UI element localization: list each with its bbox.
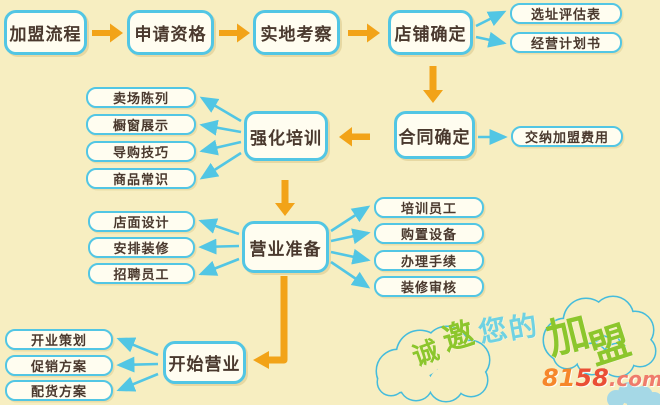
connector-arrow bbox=[475, 10, 507, 28]
arrow-down-icon bbox=[423, 66, 443, 103]
connector-arrow bbox=[199, 96, 242, 123]
connector-arrow bbox=[198, 257, 240, 276]
node-label: 装修审核 bbox=[400, 281, 457, 296]
node-label: 卖场陈列 bbox=[112, 92, 169, 107]
connector-arrow bbox=[475, 31, 507, 48]
elbow-arrow-icon bbox=[253, 276, 288, 369]
node-label: 强化培训 bbox=[250, 128, 322, 149]
connector-arrow bbox=[199, 119, 242, 136]
node-site-inspection: 实地考察 bbox=[253, 10, 340, 55]
logo-part: 81 bbox=[542, 364, 576, 392]
node-label: 培训员工 bbox=[400, 202, 457, 217]
cyan-connector-arrows bbox=[116, 10, 508, 392]
arrow-right-icon bbox=[348, 23, 380, 43]
connector-arrow bbox=[199, 139, 242, 156]
arrow-right-icon bbox=[219, 23, 250, 43]
node-recruit-staff: 招聘员工 bbox=[88, 263, 195, 284]
connector-arrow bbox=[116, 372, 159, 392]
node-storefront-design: 店面设计 bbox=[88, 211, 195, 232]
node-train-staff: 培训员工 bbox=[374, 197, 484, 218]
node-contract-confirmation: 合同确定 bbox=[394, 111, 475, 159]
node-label: 安排装修 bbox=[113, 242, 170, 257]
node-label: 加盟流程 bbox=[9, 25, 82, 45]
node-start-business: 开始营业 bbox=[163, 341, 246, 384]
node-label: 办理手续 bbox=[400, 255, 457, 270]
node-renovation-review: 装修审核 bbox=[374, 276, 484, 297]
node-window-display: 橱窗展示 bbox=[86, 114, 196, 135]
connector-arrow bbox=[199, 151, 242, 180]
node-opening-planning: 开业策划 bbox=[5, 329, 113, 350]
node-label: 购置设备 bbox=[400, 228, 457, 243]
connector-arrow bbox=[330, 260, 371, 289]
node-label: 商品常识 bbox=[112, 173, 169, 188]
logo-part: .com bbox=[608, 367, 660, 391]
node-pay-franchise-fee: 交纳加盟费用 bbox=[511, 126, 623, 147]
node-label: 店面设计 bbox=[113, 216, 170, 231]
node-join-process: 加盟流程 bbox=[4, 10, 87, 55]
node-product-knowledge: 商品常识 bbox=[86, 168, 196, 189]
node-sales-skills: 导购技巧 bbox=[86, 141, 196, 162]
connector-arrow bbox=[198, 238, 240, 255]
connector-arrow bbox=[116, 337, 159, 357]
node-label: 经营计划书 bbox=[530, 37, 601, 52]
small-blue-cloud bbox=[607, 382, 660, 405]
node-label: 促销方案 bbox=[30, 360, 87, 375]
node-label: 实地考察 bbox=[260, 25, 333, 45]
site-logo: 8158.com bbox=[542, 364, 660, 392]
node-label: 开业策划 bbox=[30, 334, 87, 349]
orange-flow-arrows bbox=[92, 23, 443, 369]
node-business-plan: 经营计划书 bbox=[510, 32, 622, 53]
connector-arrow bbox=[116, 356, 159, 373]
node-label: 招聘员工 bbox=[113, 268, 170, 283]
node-purchase-equipment: 购置设备 bbox=[374, 223, 484, 244]
node-apply-qualification: 申请资格 bbox=[127, 10, 214, 55]
node-label: 交纳加盟费用 bbox=[524, 131, 609, 146]
node-label: 合同确定 bbox=[398, 127, 471, 148]
node-promotion-plan: 促销方案 bbox=[5, 355, 113, 376]
connector-arrow bbox=[330, 228, 371, 245]
slogan-char: 的 bbox=[506, 308, 540, 347]
node-distribution-plan: 配货方案 bbox=[5, 380, 113, 401]
node-label: 开始营业 bbox=[168, 355, 241, 375]
arrow-right-icon bbox=[92, 23, 123, 43]
node-store-display: 卖场陈列 bbox=[86, 87, 196, 108]
node-opening-preparation: 营业准备 bbox=[242, 221, 329, 273]
connector-arrow bbox=[330, 248, 371, 265]
node-site-evaluation-form: 选址评估表 bbox=[510, 3, 622, 24]
left-cloud bbox=[375, 325, 491, 403]
arrow-left-icon bbox=[339, 127, 370, 147]
node-label: 配货方案 bbox=[30, 385, 87, 400]
slogan-char: 您 bbox=[475, 311, 511, 350]
node-label: 橱窗展示 bbox=[112, 119, 169, 134]
node-label: 申请资格 bbox=[134, 25, 207, 45]
node-label: 导购技巧 bbox=[112, 146, 169, 161]
logo-part: 58 bbox=[575, 364, 609, 392]
node-arrange-renovation: 安排装修 bbox=[88, 237, 195, 258]
arrow-down-icon bbox=[275, 180, 295, 216]
node-store-confirmation: 店铺确定 bbox=[388, 10, 473, 55]
right-cloud bbox=[542, 295, 657, 378]
node-label: 营业准备 bbox=[249, 239, 322, 260]
connector-arrow bbox=[198, 218, 240, 236]
node-handle-procedures: 办理手续 bbox=[374, 250, 484, 271]
node-label: 店铺确定 bbox=[394, 25, 467, 45]
connector-arrow bbox=[330, 205, 371, 233]
node-label: 选址评估表 bbox=[530, 8, 601, 23]
node-intensive-training: 强化培训 bbox=[244, 111, 328, 161]
